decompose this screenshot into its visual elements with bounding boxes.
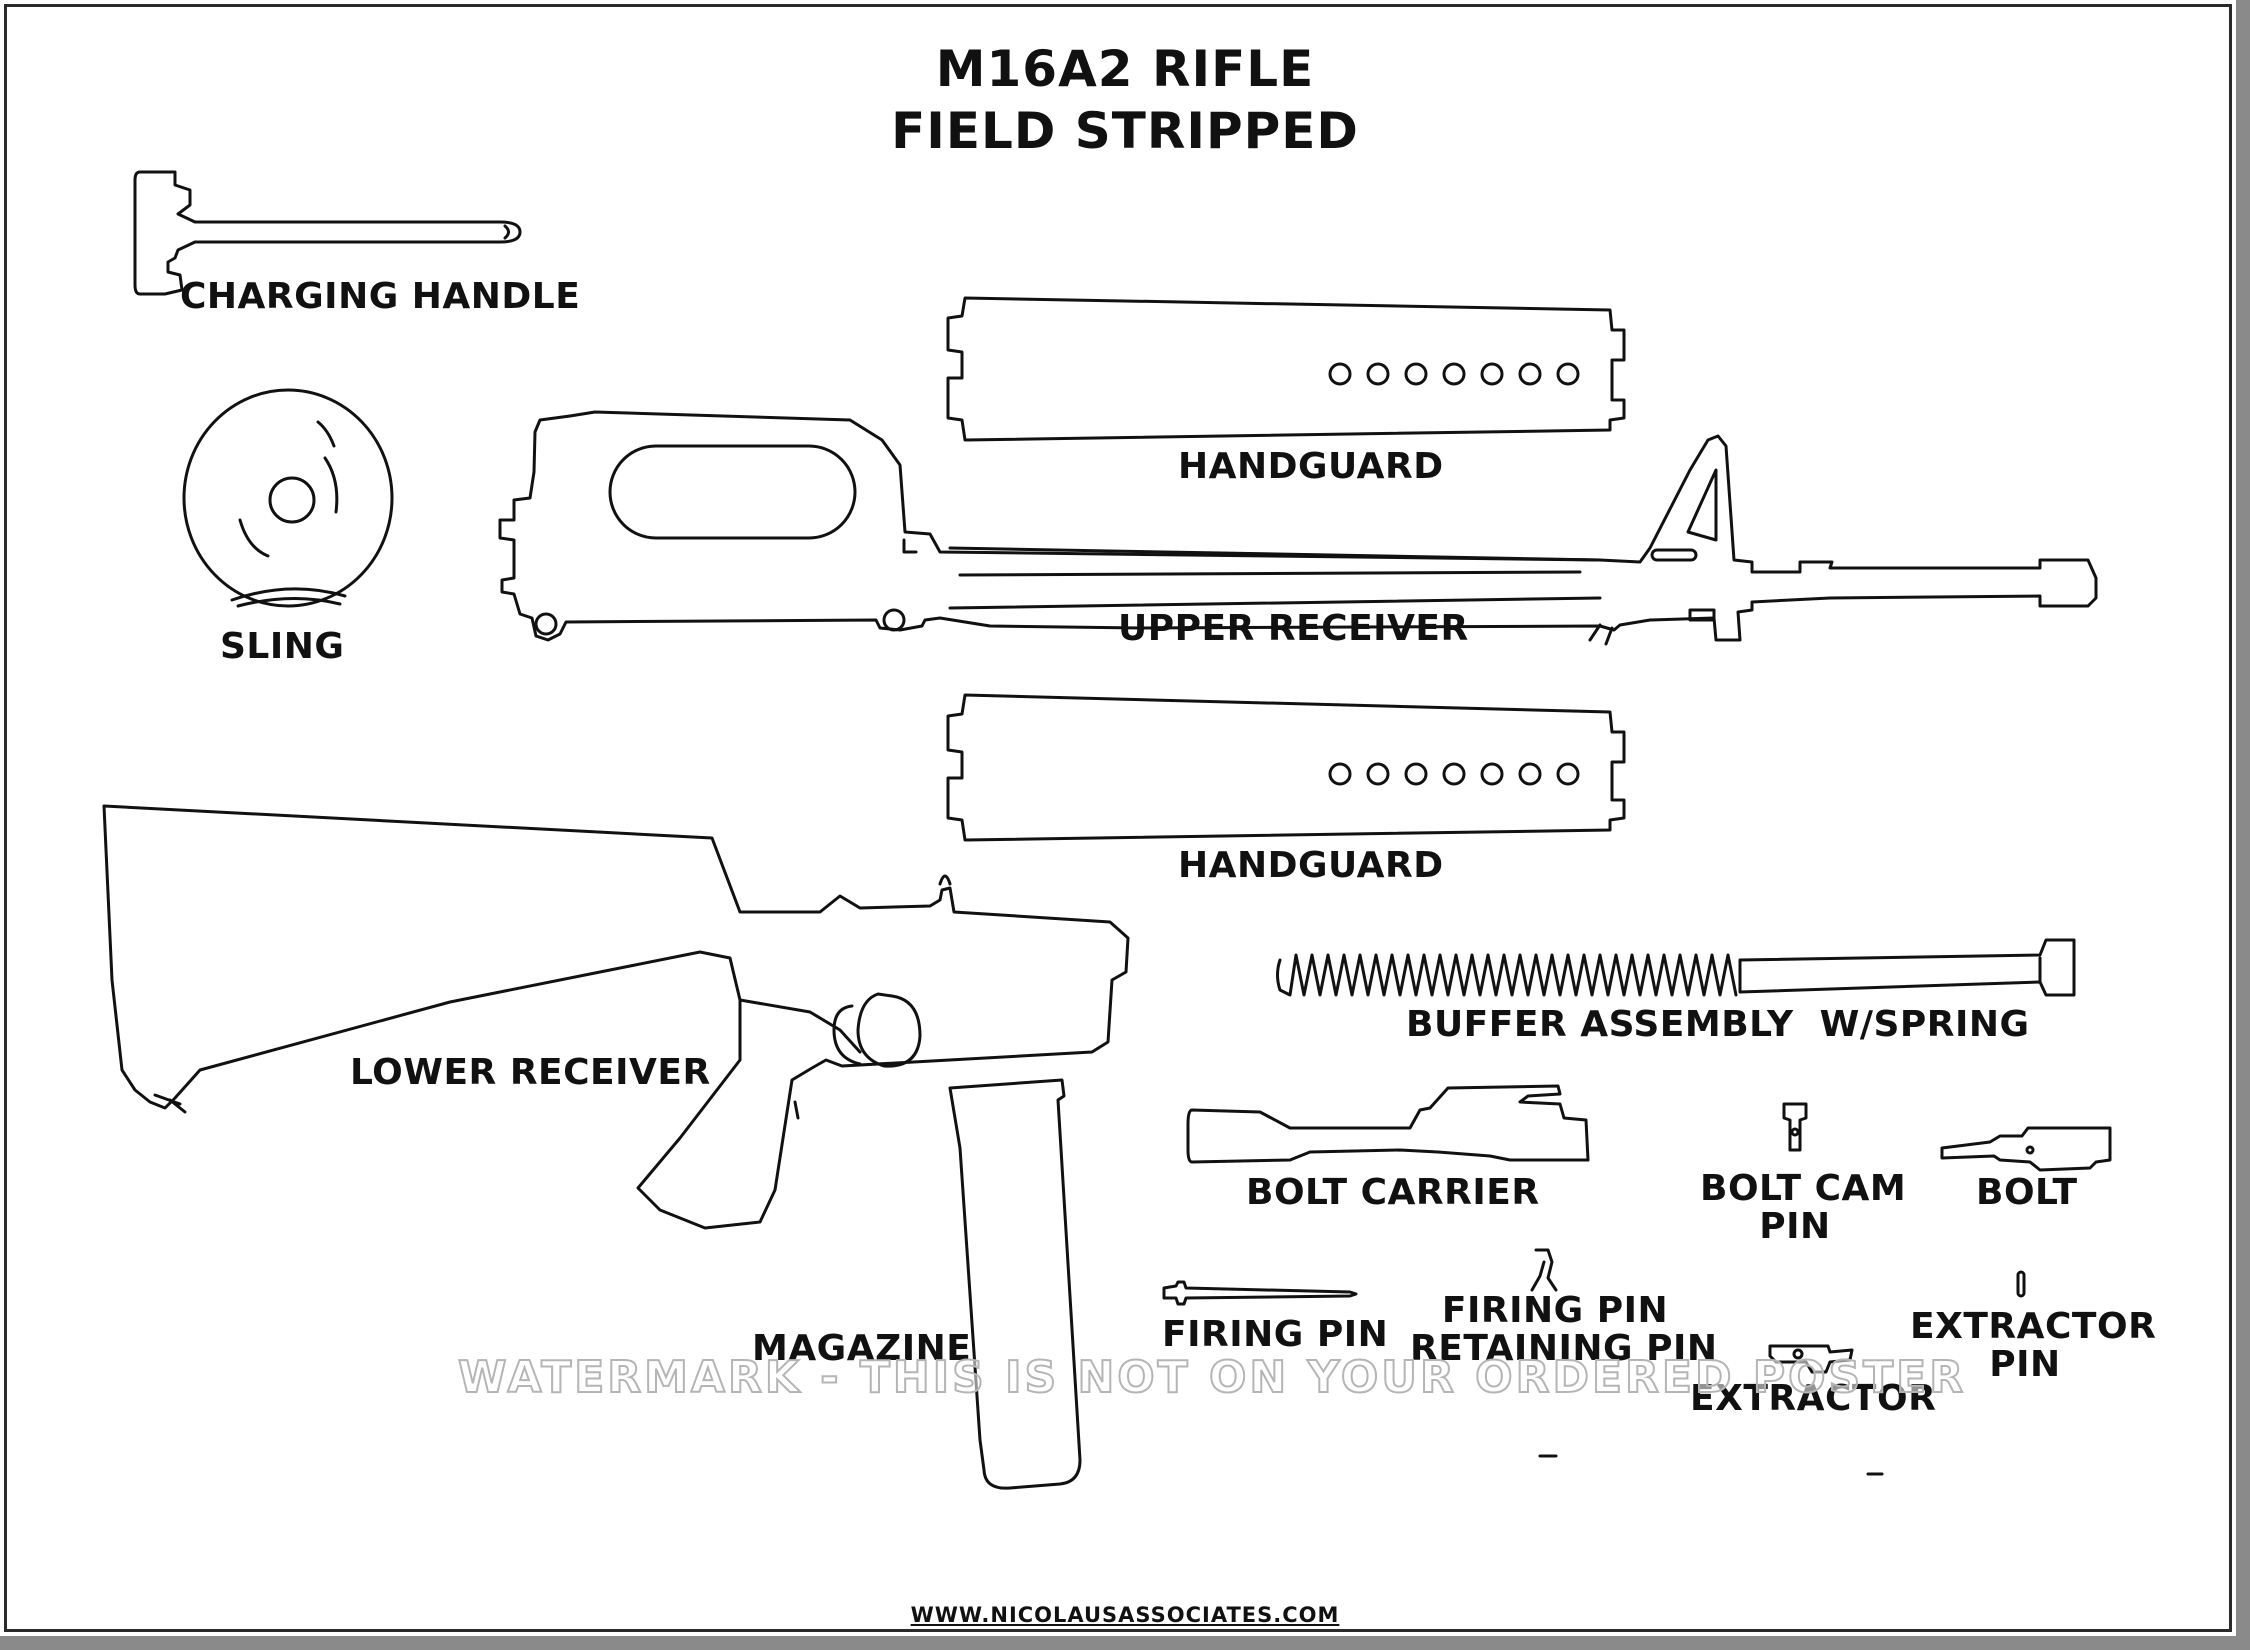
watermark-text: WATERMARK - THIS IS NOT ON YOUR ORDERED … (457, 1351, 1967, 1404)
label-bolt-cam-pin-line-1: BOLT CAM (1700, 1168, 1907, 1209)
firing-pin-drawing (1162, 1280, 1358, 1306)
label-lower-receiver: LOWER RECEIVER (350, 1052, 711, 1093)
label-handguard-top: HANDGUARD (1178, 446, 1444, 487)
label-buffer-assembly: BUFFER ASSEMBLY W/SPRING (1406, 1004, 2030, 1045)
label-extractor-pin-line-1: EXTRACTOR (1910, 1306, 2157, 1347)
magazine-drawing (948, 1078, 1082, 1490)
label-upper-receiver: UPPER RECEIVER (1118, 608, 1469, 649)
label-extractor: EXTRACTOR (1690, 1378, 1937, 1419)
label-firing-pin-retaining-pin-line-2: RETAINING PIN (1410, 1327, 1718, 1369)
poster-border (4, 4, 2232, 1632)
label-bolt: BOLT (1976, 1172, 2078, 1213)
lower-receiver-drawing (102, 804, 1130, 1230)
label-extractor-pin-line-2: PIN (1989, 1343, 2061, 1385)
label-sling: SLING (220, 626, 345, 667)
sling-drawing (182, 388, 394, 608)
label-firing-pin: FIRING PIN (1162, 1314, 1389, 1355)
extractor-pin-drawing (2016, 1270, 2026, 1298)
footer-url-link[interactable]: WWW.NICOLAUSASSOCIATES.COM (910, 1603, 1340, 1627)
buffer-assembly-drawing (1276, 938, 2076, 997)
bolt-cam-pin-drawing (1782, 1102, 1808, 1152)
handguard-top-drawing (946, 296, 1626, 442)
handguard-bottom-drawing (946, 693, 1626, 842)
extractor-drawing (1768, 1344, 1854, 1374)
label-bolt-carrier: BOLT CARRIER (1246, 1172, 1540, 1213)
stray-marks (1538, 1454, 1884, 1476)
bolt-carrier-drawing (1186, 1084, 1590, 1164)
bolt-drawing (1940, 1126, 2112, 1172)
label-charging-handle: CHARGING HANDLE (180, 276, 581, 317)
label-firing-pin-retaining-pin: FIRING PIN RETAINING PIN (1410, 1290, 1718, 1369)
label-extractor-pin: EXTRACTOR PIN (1910, 1306, 2157, 1385)
label-bolt-cam-pin: BOLT CAM PIN (1700, 1168, 1907, 1247)
firing-pin-retaining-pin-drawing (1530, 1248, 1558, 1292)
label-handguard-bottom: HANDGUARD (1178, 845, 1444, 886)
title-line-2: FIELD STRIPPED (891, 102, 1359, 160)
label-magazine: MAGAZINE (752, 1328, 972, 1369)
title-line-1: M16A2 RIFLE (935, 40, 1315, 98)
label-firing-pin-retaining-pin-line-1: FIRING PIN (1441, 1290, 1669, 1331)
upper-receiver-drawing (498, 410, 2098, 646)
charging-handle-drawing (133, 170, 522, 296)
label-bolt-cam-pin-line-2: PIN (1759, 1205, 1831, 1247)
